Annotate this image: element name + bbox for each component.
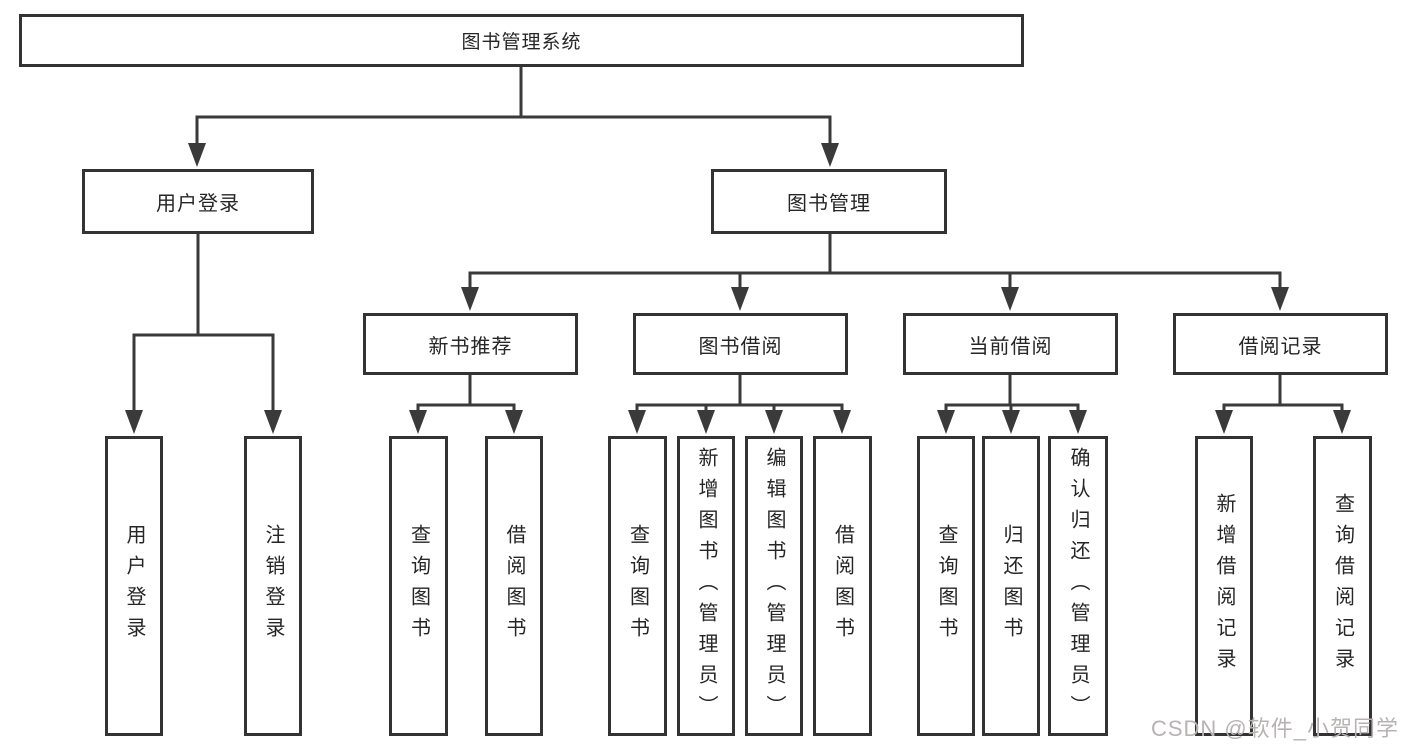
node-book-borrowing: 图书借阅 bbox=[633, 313, 848, 375]
leaf-newbook-query-books: 查询图书 bbox=[389, 436, 448, 736]
leaf-borrowing-edit-book-admin: 编辑图书（管理员） bbox=[745, 436, 803, 736]
node-label: 当前借阅 bbox=[968, 335, 1053, 358]
node-book-management: 图书管理 bbox=[711, 169, 947, 234]
leaf-label: 查询图书 bbox=[935, 524, 957, 648]
leaf-label: 借阅图书 bbox=[831, 524, 854, 648]
leaf-borrowing-query-books: 查询图书 bbox=[608, 436, 667, 736]
csdn-watermark: CSDN @软件_小贺同学 bbox=[1150, 716, 1399, 741]
leaf-current-confirm-return-admin: 确认归还（管理员） bbox=[1048, 436, 1108, 736]
node-label: 借阅记录 bbox=[1238, 335, 1323, 358]
leaf-label: 借阅图书 bbox=[503, 524, 525, 648]
leaf-label: 新增借阅记录 bbox=[1213, 493, 1235, 679]
leaf-records-add-borrow-record: 新增借阅记录 bbox=[1195, 436, 1253, 736]
node-borrowing-records: 借阅记录 bbox=[1173, 313, 1388, 375]
node-label: 图书管理 bbox=[787, 193, 871, 215]
leaf-label: 查询图书 bbox=[626, 524, 649, 648]
node-label: 图书借阅 bbox=[698, 335, 783, 358]
node-library-management-system: 图书管理系统 bbox=[19, 14, 1024, 67]
leaf-logout: 注销登录 bbox=[244, 436, 302, 736]
leaf-borrowing-borrow-books: 借阅图书 bbox=[813, 436, 872, 736]
leaf-current-query-books: 查询图书 bbox=[917, 436, 975, 736]
leaf-label: 确认归还（管理员） bbox=[1067, 446, 1089, 726]
leaf-user-login: 用户登录 bbox=[105, 436, 163, 736]
node-label: 用户登录 bbox=[156, 193, 240, 215]
leaf-label: 注销登录 bbox=[262, 524, 284, 648]
leaf-label: 用户登录 bbox=[123, 524, 145, 648]
leaf-label: 归还图书 bbox=[1000, 524, 1022, 648]
node-current-borrowing: 当前借阅 bbox=[903, 313, 1118, 375]
leaf-label: 编辑图书（管理员） bbox=[763, 446, 785, 726]
leaf-current-return-books: 归还图书 bbox=[982, 436, 1040, 736]
leaf-borrowing-add-book-admin: 新增图书（管理员） bbox=[677, 436, 735, 736]
leaf-label: 新增图书（管理员） bbox=[695, 446, 717, 726]
leaf-newbook-borrow-books: 借阅图书 bbox=[485, 436, 543, 736]
node-label: 新书推荐 bbox=[428, 335, 513, 358]
node-user-login: 用户登录 bbox=[82, 169, 314, 234]
leaf-label: 查询图书 bbox=[407, 524, 430, 648]
leaf-label: 查询借阅记录 bbox=[1331, 493, 1354, 679]
node-new-book-recommendation: 新书推荐 bbox=[363, 313, 578, 375]
leaf-records-query-borrow-record: 查询借阅记录 bbox=[1313, 436, 1372, 736]
node-label: 图书管理系统 bbox=[461, 32, 582, 53]
